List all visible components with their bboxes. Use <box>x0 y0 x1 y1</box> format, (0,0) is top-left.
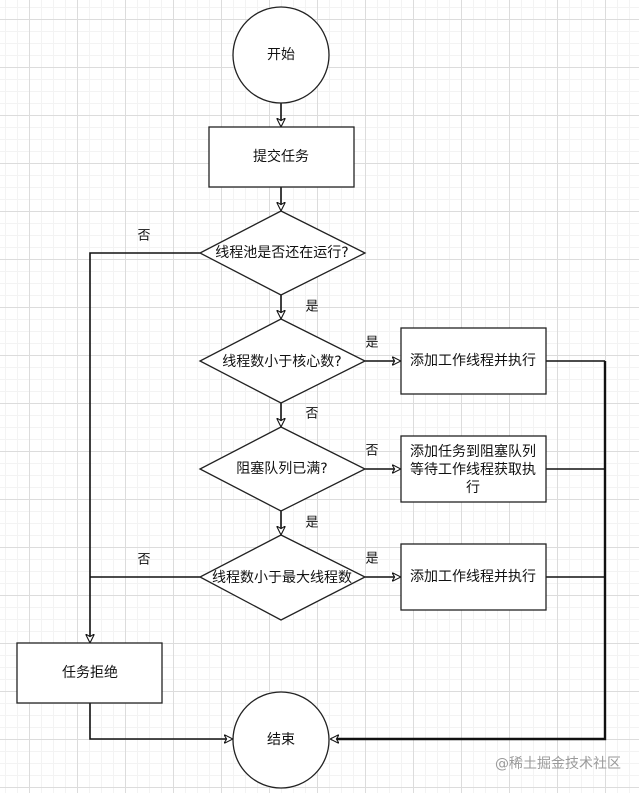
edge-label-core-no: 否 <box>305 407 318 422</box>
reject-box <box>16 642 163 704</box>
enqueue-node[interactable]: 添加任务到阻塞队列 等待工作线程获取执 行 <box>400 435 547 503</box>
edge-label-max-no: 否 <box>137 553 150 568</box>
lt-max-diamond <box>198 534 367 621</box>
lt-core-diamond <box>198 318 367 404</box>
submit-task-node[interactable]: 提交任务 <box>208 126 355 188</box>
edge-label-queue-no: 否 <box>365 444 378 459</box>
queue-full-label: 阻塞队列已满? <box>236 460 327 477</box>
end-circle <box>232 691 330 789</box>
is-running-label: 线程池是否还在运行? <box>215 245 348 261</box>
edge-merge-to-end <box>331 361 607 739</box>
edge-label-running-yes: 是 <box>305 300 318 315</box>
edge-label-core-yes: 是 <box>365 336 378 351</box>
enqueue-label-line-2: 等待工作线程获取执 <box>410 461 536 478</box>
enqueue-label-line-1: 添加任务到阻塞队列 <box>410 443 536 460</box>
queue-full-decision[interactable]: 阻塞队列已满? <box>198 426 367 512</box>
edge-label-max-yes: 是 <box>365 552 378 567</box>
reject-label: 任务拒绝 <box>62 665 118 681</box>
submit-task-label: 提交任务 <box>253 148 309 165</box>
watermark: @稀土掘金技术社区 <box>495 756 621 772</box>
edge-reject-to-end <box>89 703 232 739</box>
edge-running-no <box>90 252 200 642</box>
end-node[interactable]: 结束 <box>232 691 330 789</box>
lt-max-decision[interactable]: 线程数小于最大线程数 <box>198 534 367 621</box>
submit-task-box <box>208 126 355 188</box>
reject-node[interactable]: 任务拒绝 <box>16 642 163 704</box>
is-running-diamond <box>198 210 367 296</box>
lt-max-label: 线程数小于最大线程数 <box>212 570 352 586</box>
lt-core-decision[interactable]: 线程数小于核心数? <box>198 318 367 404</box>
queue-full-diamond <box>198 426 367 512</box>
enqueue-label-line-3: 行 <box>466 480 480 496</box>
add-worker-node-1[interactable]: 添加工作线程并执行 <box>400 327 547 395</box>
add-worker-box-2 <box>400 543 547 611</box>
start-circle <box>232 6 330 104</box>
start-label: 开始 <box>267 47 295 63</box>
add-worker-box-1 <box>400 327 547 395</box>
edge-label-queue-yes: 是 <box>305 516 318 531</box>
add-worker-node-2[interactable]: 添加工作线程并执行 <box>400 543 547 611</box>
add-worker-label-1: 添加工作线程并执行 <box>410 353 536 369</box>
start-node[interactable]: 开始 <box>232 6 330 104</box>
end-label: 结束 <box>267 732 295 748</box>
edge-label-running-no: 否 <box>137 229 150 244</box>
enqueue-box <box>400 435 547 503</box>
is-running-decision[interactable]: 线程池是否还在运行? <box>198 210 367 296</box>
add-worker-label-2: 添加工作线程并执行 <box>410 569 536 585</box>
lt-core-label: 线程数小于核心数? <box>222 354 341 370</box>
